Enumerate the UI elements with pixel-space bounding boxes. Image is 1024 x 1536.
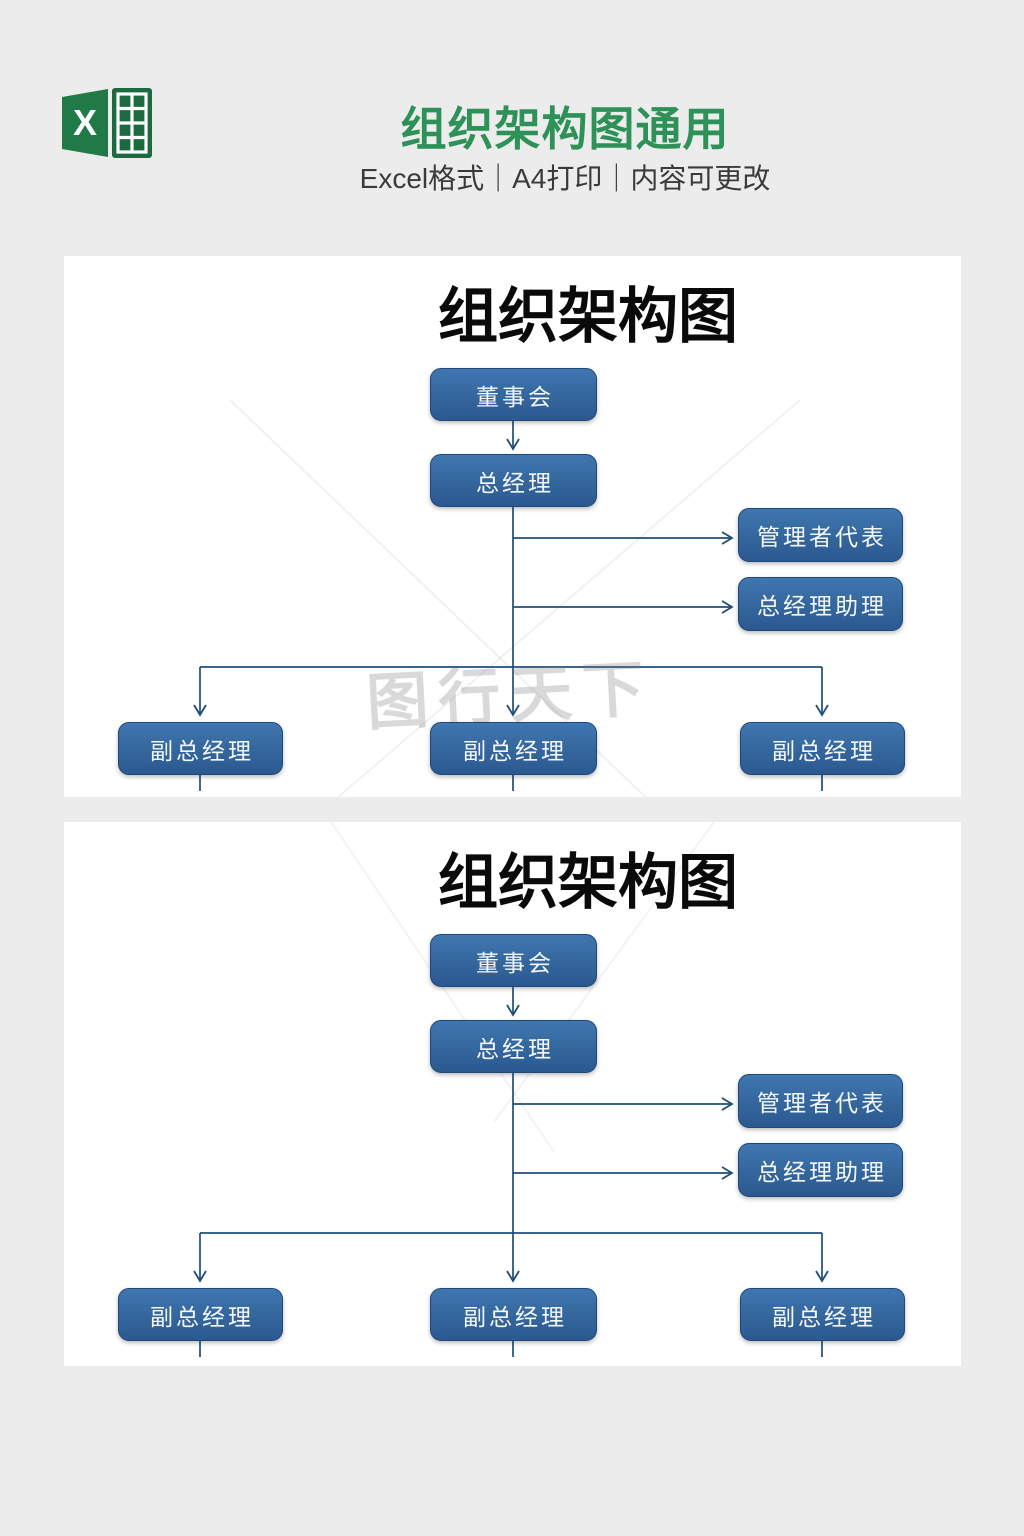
org-node-deputy-gm-1: 副总经理 (118, 1288, 283, 1341)
org-node-deputy-gm-3: 副总经理 (740, 722, 905, 775)
org-node-general-manager: 总经理 (430, 1020, 597, 1073)
org-node-deputy-gm-2: 副总经理 (430, 722, 597, 775)
org-node-deputy-gm-1: 副总经理 (118, 722, 283, 775)
org-node-management-rep: 管理者代表 (738, 508, 903, 562)
org-chart-panel-1: 图行天下 组织架构图 董事会 总经理 管理者代表 总经理助理 副总经理 副总经理… (64, 256, 961, 797)
org-node-board: 董事会 (430, 934, 597, 987)
chart-title: 组织架构图 (438, 849, 738, 916)
watermark-diagonal-lines (229, 399, 801, 797)
org-node-board: 董事会 (430, 368, 597, 421)
org-node-management-rep: 管理者代表 (738, 1074, 903, 1128)
excel-logo-icon: X (62, 88, 152, 158)
org-node-deputy-gm-2: 副总经理 (430, 1288, 597, 1341)
connector-lines (193, 987, 829, 1357)
org-node-general-manager: 总经理 (430, 454, 597, 507)
org-node-gm-assistant: 总经理助理 (738, 1143, 903, 1197)
org-chart-panel-2: 组织架构图 董事会 总经理 管理者代表 总经理助理 副总经理 副总经理 副总经理 (64, 822, 961, 1366)
excel-x-letter: X (73, 102, 97, 143)
connector-lines (193, 421, 829, 791)
excel-cover-shape (62, 89, 108, 157)
excel-sheet-grid (116, 92, 148, 154)
chart-title: 组织架构图 (438, 283, 738, 350)
page-title: 组织架构图通用 (400, 103, 730, 155)
org-node-deputy-gm-3: 副总经理 (740, 1288, 905, 1341)
org-node-gm-assistant: 总经理助理 (738, 577, 903, 631)
page-subtitle: Excel格式｜A4打印｜内容可更改 (359, 163, 771, 194)
org-chart-connectors-1 (193, 399, 829, 797)
